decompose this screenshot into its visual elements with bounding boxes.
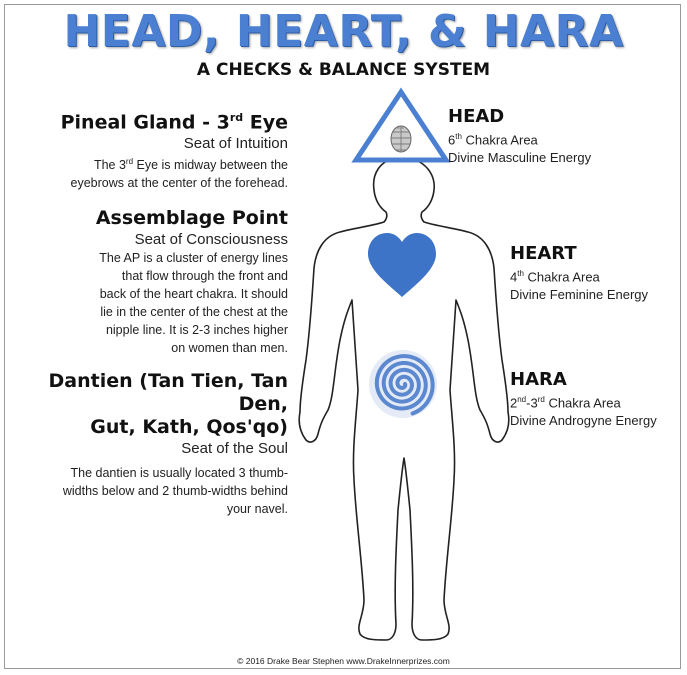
assemblage-point-text-line: on women than men. <box>40 339 288 357</box>
assemblage-point-text-line: nipple line. It is 2-3 inches higher <box>40 321 288 339</box>
pineal-gland-block: Pineal Gland - 3rd Eye Seat of Intuition… <box>40 106 288 192</box>
head-energy: Divine Masculine Energy <box>448 149 678 167</box>
head-heading: HEAD <box>448 106 678 128</box>
heart-heading: HEART <box>510 243 680 265</box>
assemblage-point-block: Assemblage Point Seat of Consciousness T… <box>40 207 288 357</box>
assemblage-point-subheading: Seat of Consciousness <box>40 230 288 249</box>
pinecone-in-triangle-icon <box>356 92 446 160</box>
heart-energy: Divine Feminine Energy <box>510 286 680 304</box>
copyright-footer: © 2016 Drake Bear Stephen www.DrakeInner… <box>0 656 687 666</box>
pineal-gland-heading: Pineal Gland - 3rd Eye <box>40 106 288 134</box>
assemblage-point-text-line: back of the heart chakra. It should <box>40 285 288 303</box>
hara-label-block: HARA 2nd-3rd Chakra Area Divine Androgyn… <box>510 369 682 430</box>
assemblage-point-text-line: that flow through the front and <box>40 267 288 285</box>
assemblage-point-text-line: The AP is a cluster of energy lines <box>40 249 288 267</box>
assemblage-point-text-line: lie in the center of the chest at the <box>40 303 288 321</box>
assemblage-point-heading: Assemblage Point <box>40 207 288 230</box>
pineal-gland-text-line1: The 3rd Eye is midway between the <box>40 153 288 174</box>
head-label-block: HEAD 6th Chakra Area Divine Masculine En… <box>448 106 678 167</box>
pineal-gland-text-line2: eyebrows at the center of the forehead. <box>40 174 288 192</box>
spiral-icon <box>369 350 437 418</box>
dantien-block: Dantien (Tan Tien, Tan Den, Gut, Kath, Q… <box>20 370 288 518</box>
hara-energy: Divine Androgyne Energy <box>510 412 682 430</box>
dantien-heading-line2: Gut, Kath, Qos'qo) <box>20 416 288 439</box>
heart-label-block: HEART 4th Chakra Area Divine Feminine En… <box>510 243 680 304</box>
heart-chakra-area: 4th Chakra Area <box>510 265 680 286</box>
pineal-gland-subheading: Seat of Intuition <box>40 134 288 153</box>
dantien-text-line: The dantien is usually located 3 thumb- <box>20 464 288 482</box>
dantien-text-line: widths below and 2 thumb-widths behind <box>20 482 288 500</box>
dantien-text-line: your navel. <box>20 500 288 518</box>
dantien-subheading: Seat of the Soul <box>20 439 288 458</box>
hara-heading: HARA <box>510 369 682 391</box>
hara-chakra-area: 2nd-3rd Chakra Area <box>510 391 682 412</box>
head-chakra-area: 6th Chakra Area <box>448 128 678 149</box>
dantien-heading-line1: Dantien (Tan Tien, Tan Den, <box>20 370 288 416</box>
